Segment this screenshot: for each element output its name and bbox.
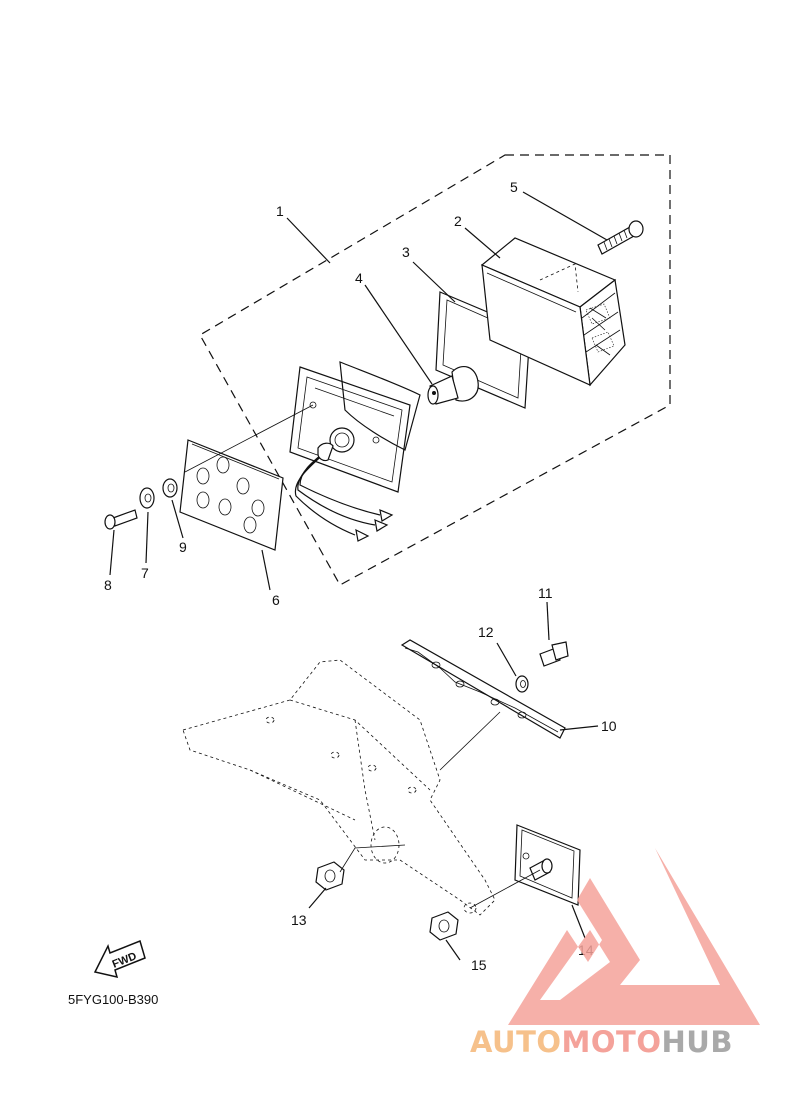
assembly-boundary: [199, 154, 671, 586]
fwd-label: FWD: [111, 950, 139, 971]
part-lens: [480, 237, 626, 387]
watermark-logo: [508, 848, 760, 1025]
callout-5: 5: [510, 179, 518, 195]
part-lock-washer: [515, 675, 529, 693]
callout-8: 8: [104, 577, 112, 593]
callout-13: 13: [291, 912, 307, 928]
part-bolt-flange: [539, 641, 569, 667]
watermark-auto: AUTO: [470, 1025, 562, 1059]
diagram-code: 5FYG100-B390: [68, 992, 158, 1007]
part-bolt-small: [104, 509, 138, 530]
leader-lines: [109, 191, 608, 961]
part-fender-bracket: [182, 659, 496, 916]
callout-1: 1: [276, 203, 284, 219]
watermark-moto: MOTO: [562, 1025, 662, 1059]
part-grommet: [162, 478, 178, 498]
callout-9: 9: [179, 539, 187, 555]
callout-3: 3: [402, 244, 410, 260]
part-washer: [139, 487, 155, 509]
part-screw-long: [597, 220, 644, 255]
part-taillight-base: [289, 361, 421, 542]
watermark-text: AUTOMOTOHUB: [470, 1025, 733, 1059]
watermark-hub: HUB: [662, 1025, 733, 1059]
callout-6: 6: [272, 592, 280, 608]
part-stay: [400, 639, 566, 739]
callout-7: 7: [141, 565, 149, 581]
part-bulb: [427, 365, 479, 405]
callout-2: 2: [454, 213, 462, 229]
svg-text:AUTOMOTOHUB: AUTOMOTOHUB: [470, 1025, 733, 1059]
callout-15: 15: [471, 957, 487, 973]
part-reflector: [514, 824, 581, 906]
part-nut-13: [315, 861, 345, 891]
part-nut-15: [429, 911, 459, 941]
part-gasket-plate: [179, 439, 284, 551]
fwd-arrow: FWD: [93, 939, 146, 979]
callout-4: 4: [355, 270, 363, 286]
callout-11: 11: [538, 585, 553, 601]
callout-12: 12: [478, 624, 494, 640]
callout-10: 10: [601, 718, 617, 734]
